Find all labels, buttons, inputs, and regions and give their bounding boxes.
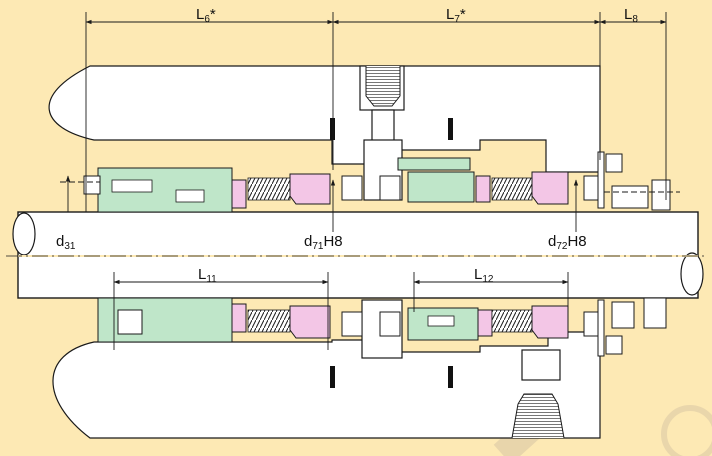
housing-bolt-bottom — [361, 299, 565, 439]
seal-upper — [83, 151, 671, 213]
housing-top — [48, 65, 601, 173]
diameter-label-d31: d31 — [56, 233, 76, 252]
seal-lower — [97, 297, 667, 357]
shaft — [6, 211, 706, 299]
dimension-lines — [60, 12, 680, 350]
housing-bolt-top — [359, 65, 405, 201]
dim-label-l11: L11 — [198, 266, 217, 285]
dim-label-l8: L8 — [624, 6, 638, 25]
housing-bottom — [52, 331, 601, 439]
dim-label-l12: L12 — [474, 266, 494, 285]
dim-label-l6: L6* — [196, 6, 216, 25]
diameter-label-d72: d72H8 — [548, 233, 587, 252]
dim-label-l7: L7* — [446, 6, 466, 25]
diameter-label-d71: d71H8 — [304, 233, 343, 252]
